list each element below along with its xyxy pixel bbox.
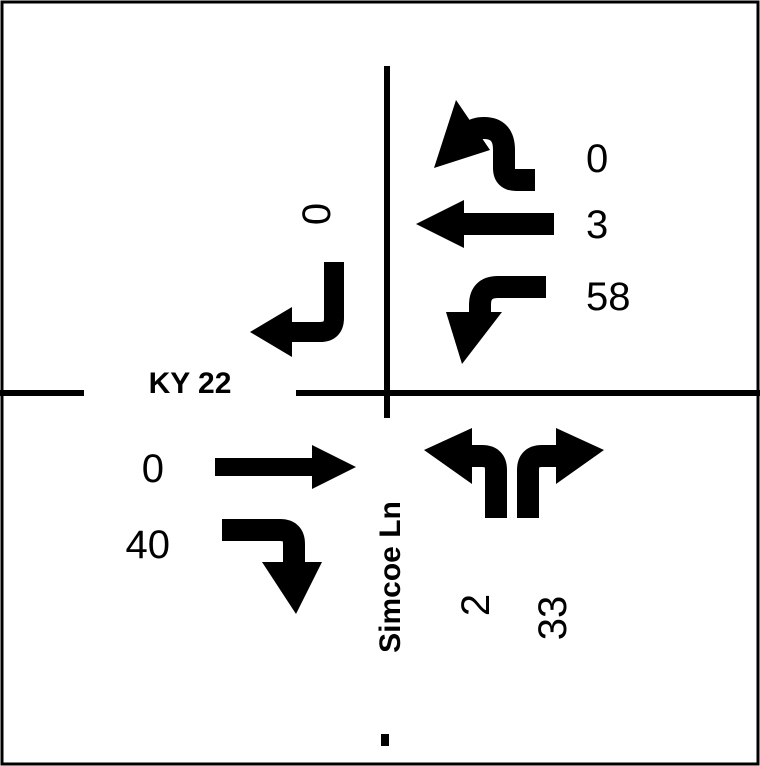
side-road-label-box bbox=[362, 455, 412, 695]
northbound-right-turn-arrow bbox=[517, 445, 558, 518]
side-road-line-stub bbox=[381, 734, 389, 746]
westbound-through-count: 3 bbox=[586, 203, 608, 247]
eastbound-through-count: 0 bbox=[142, 447, 164, 491]
eastbound-right-count: 40 bbox=[126, 523, 171, 567]
side-road-label: Simcoe Ln bbox=[374, 501, 407, 653]
northbound-right-turn-arrowhead bbox=[556, 428, 604, 484]
westbound-left-count: 58 bbox=[586, 275, 631, 319]
southbound-left-turn-arrow bbox=[290, 262, 344, 342]
eastbound-right-turn-arrowhead bbox=[262, 562, 322, 614]
northbound-right-count: 33 bbox=[531, 596, 575, 641]
southbound-left-count: 0 bbox=[295, 203, 339, 225]
westbound-through-arrow bbox=[462, 213, 554, 235]
westbound-u-turn-arrowhead bbox=[434, 100, 490, 168]
eastbound-right-turn-arrow bbox=[222, 519, 305, 566]
eastbound-through-arrowhead bbox=[312, 445, 356, 489]
westbound-left-turn-arrow bbox=[469, 276, 546, 316]
westbound-left-turn-arrowhead bbox=[446, 312, 502, 364]
northbound-left-turn-arrow bbox=[470, 445, 507, 518]
eastbound-through-arrow bbox=[215, 458, 315, 476]
westbound-through-arrowhead bbox=[416, 200, 464, 248]
northbound-left-turn-arrowhead bbox=[424, 428, 472, 484]
main-road-label-box bbox=[84, 338, 296, 416]
southbound-left-turn-arrowhead bbox=[250, 307, 292, 357]
westbound-u-turn-count: 0 bbox=[586, 137, 608, 181]
main-road-label: KY 22 bbox=[149, 367, 232, 400]
northbound-left-count: 2 bbox=[454, 594, 498, 616]
